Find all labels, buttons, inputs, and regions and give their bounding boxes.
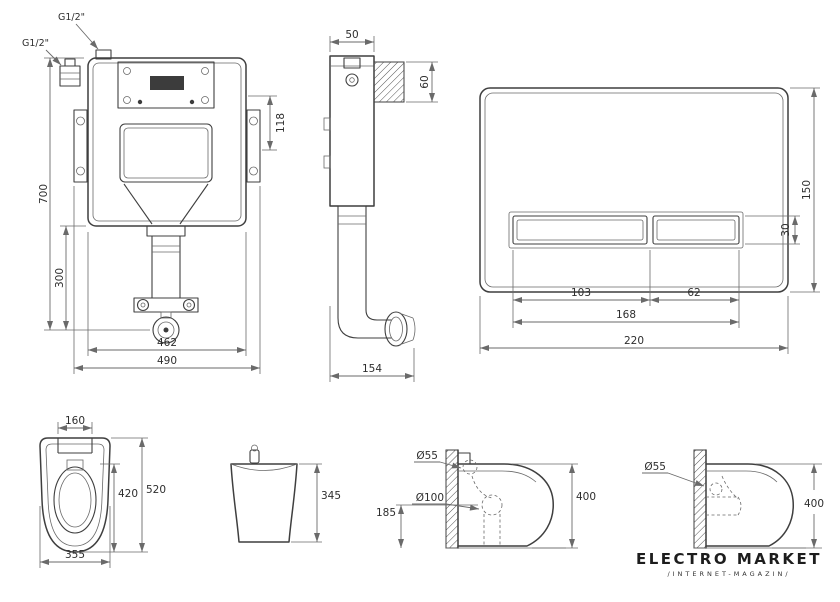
dim-355: 355 — [65, 549, 85, 561]
bowl-front-view: 345 — [230, 444, 341, 543]
dim-400-wall: 400 — [804, 498, 824, 510]
dim-420: 420 — [118, 488, 138, 500]
flush-button-large — [512, 215, 648, 245]
elbow-outlet — [337, 300, 416, 347]
access-panel — [119, 123, 213, 183]
dim-185: 185 — [376, 507, 396, 519]
flush-pipe — [146, 225, 186, 298]
dim-520: 520 — [146, 484, 166, 496]
flush-buttons — [508, 211, 744, 249]
inlet-top-label: G1/2" — [58, 12, 85, 23]
outlet-assembly — [133, 297, 199, 344]
mounting-plate — [117, 61, 215, 109]
bowl-top-view: 160 420 520 355 — [39, 415, 166, 568]
wall-hatch — [445, 449, 459, 549]
dim-154: 154 — [362, 363, 382, 375]
dim-outlet-d100: Ø100 — [416, 492, 444, 504]
flush-button-small — [652, 215, 740, 245]
cistern-front-view: G1/2" G1/2" 700 300 118 462 490 — [22, 12, 287, 374]
dim-inlet-d55: Ø55 — [416, 450, 438, 462]
dim-345: 345 — [321, 490, 341, 502]
brand-title: ELECTRO MARKET — [636, 550, 823, 568]
dim-160: 160 — [65, 415, 85, 427]
dim-400-floor: 400 — [576, 491, 596, 503]
dim-220: 220 — [624, 335, 644, 347]
dim-150: 150 — [801, 180, 813, 200]
dim-103: 103 — [571, 287, 591, 299]
dim-300: 300 — [54, 268, 66, 288]
dim-462: 462 — [157, 337, 177, 349]
fill-valve — [59, 58, 81, 87]
wall-bracket — [373, 61, 405, 103]
dim-60: 60 — [419, 75, 431, 88]
dim-30: 30 — [780, 223, 792, 236]
cistern-side-view: 50 60 154 — [323, 29, 438, 382]
brand-logo: ELECTRO MARKET /INTERNET-MAGAZIN/ — [636, 550, 822, 578]
dim-700: 700 — [38, 184, 50, 204]
bowl-side-floor-view: Ø55 Ø100 185 400 — [376, 449, 596, 549]
dim-62: 62 — [687, 287, 700, 299]
flush-plate-view: 150 30 103 62 168 220 — [479, 87, 820, 354]
brand-subtitle: /INTERNET-MAGAZIN/ — [667, 570, 791, 578]
dim-490: 490 — [157, 355, 177, 367]
dim-168: 168 — [616, 309, 636, 321]
dim-118: 118 — [275, 113, 287, 133]
dim-inlet-d55: Ø55 — [644, 461, 666, 473]
top-inlet-fitting — [95, 49, 112, 60]
wall-hatch — [693, 449, 707, 549]
inlet-side-label: G1/2" — [22, 38, 49, 49]
bowl-side-wall-view: Ø55 400 — [642, 449, 824, 549]
dim-50: 50 — [345, 29, 358, 41]
